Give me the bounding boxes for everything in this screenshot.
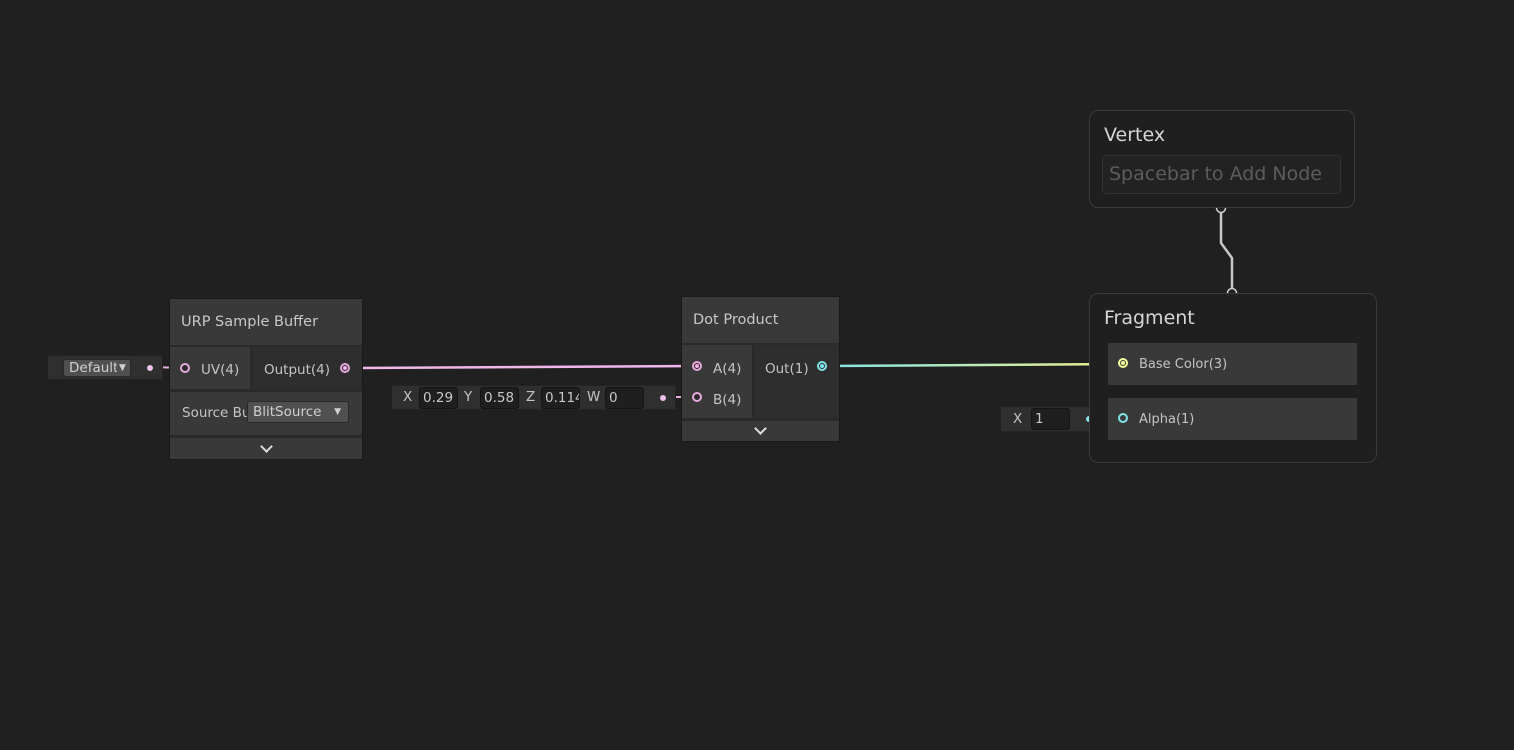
output-port[interactable] [340, 363, 350, 373]
collapse-button[interactable] [170, 438, 362, 459]
uv-default-input: Default ▼ [47, 355, 163, 380]
uv-input-port[interactable] [180, 363, 190, 373]
wire-output-to-a[interactable] [349, 364, 698, 370]
dot-product-node[interactable]: Dot Product A(4) B(4) Out(1) [682, 297, 839, 441]
uv-label: UV(4) [201, 362, 240, 378]
chevron-down-icon [259, 439, 273, 453]
urp-sample-buffer-node[interactable]: URP Sample Buffer UV(4) Output(4) Source… [170, 299, 362, 459]
b-x-field[interactable]: 0.29 [419, 387, 458, 409]
alpha-label: Alpha(1) [1139, 412, 1195, 427]
source-buffer-label: Source Buffer [182, 405, 248, 421]
b-z-field[interactable]: 0.114 [541, 387, 580, 409]
alpha-x-field[interactable]: 1 [1031, 408, 1070, 430]
out-port[interactable] [817, 361, 827, 371]
source-buffer-dropdown[interactable]: BlitSource ▼ [247, 401, 349, 423]
b-input-port[interactable] [692, 392, 702, 402]
wire-vertex-to-fragment [1219, 212, 1234, 289]
uv-default-connector [147, 365, 153, 371]
b-y-field[interactable]: 0.58 [480, 387, 519, 409]
vertex-context[interactable]: Vertex Spacebar to Add Node [1089, 110, 1355, 208]
b-default-connector [660, 395, 666, 401]
dropdown-arrow-icon: ▼ [334, 407, 341, 417]
base-color-port[interactable] [1118, 358, 1128, 368]
node-title: Dot Product [682, 297, 839, 343]
wire-out-to-basecolor[interactable] [825, 362, 1124, 368]
out-label: Out(1) [765, 361, 809, 377]
b-default-input: X 0.29 Y 0.58 Z 0.114 W 0 [391, 385, 676, 410]
base-color-label: Base Color(3) [1139, 357, 1228, 372]
a-input-port[interactable] [692, 361, 702, 371]
b-w-field[interactable]: 0 [605, 387, 644, 409]
output-label: Output(4) [264, 362, 331, 378]
fragment-title: Fragment [1104, 307, 1195, 329]
vertex-title: Vertex [1104, 124, 1166, 146]
outputs-column [755, 345, 839, 418]
b-label: B(4) [713, 392, 742, 408]
inputs-column [682, 345, 752, 418]
add-node-placeholder[interactable]: Spacebar to Add Node [1102, 155, 1341, 194]
uv-default-dropdown[interactable]: Default ▼ [63, 359, 131, 377]
alpha-port[interactable] [1118, 413, 1128, 423]
collapse-button[interactable] [682, 421, 839, 441]
dropdown-arrow-icon: ▼ [119, 363, 126, 373]
alpha-default-input: X 1 [1000, 406, 1102, 432]
alpha-block[interactable]: Alpha(1) [1108, 398, 1357, 440]
a-label: A(4) [713, 361, 742, 377]
base-color-block[interactable]: Base Color(3) [1108, 343, 1357, 385]
fragment-context[interactable]: Fragment Base Color(3) Alpha(1) [1089, 293, 1377, 463]
node-title: URP Sample Buffer [170, 299, 362, 345]
chevron-down-icon [754, 422, 767, 435]
